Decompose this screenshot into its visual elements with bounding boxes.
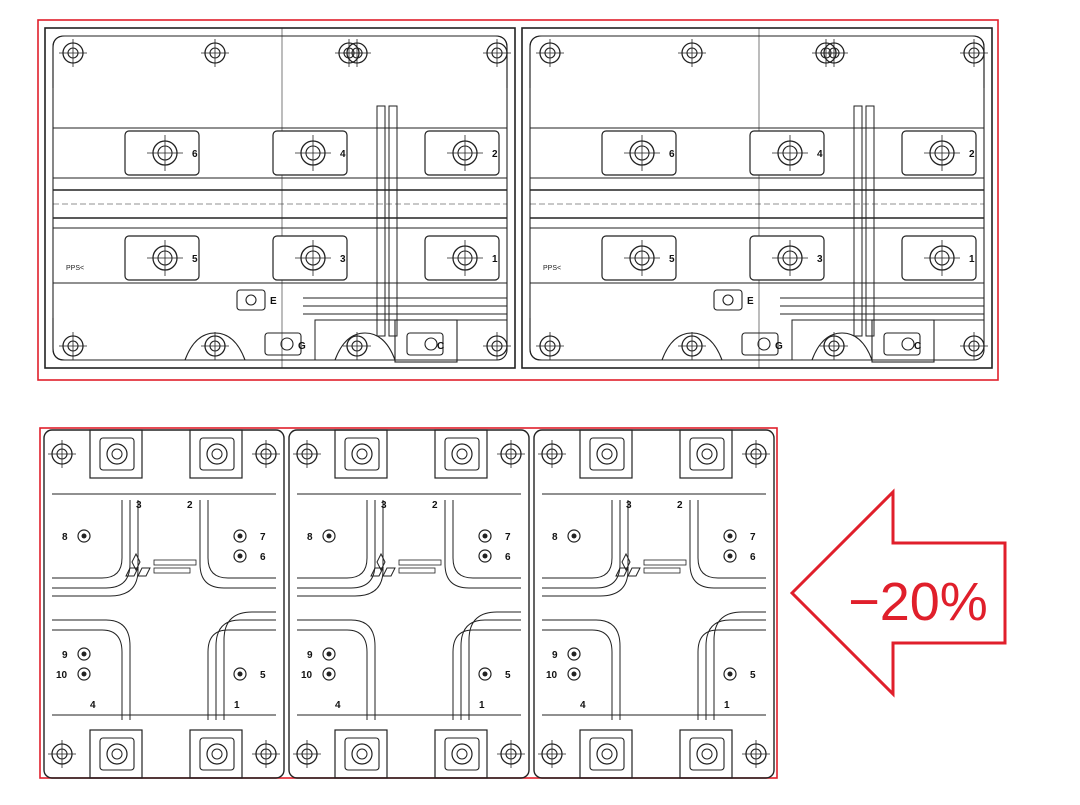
pin-label: 8 [62,532,68,543]
reduction-label: −20% [848,572,988,632]
aux-label-e: E [270,296,277,307]
terminal-label: 3 [817,254,823,265]
small-module-3-labels: 3 2 8 7 6 9 10 5 4 1 [546,500,756,711]
small-module-1 [44,430,284,778]
terminal-label: 1 [492,254,498,265]
terminal-label: 6 [192,149,198,160]
pin-label: 2 [187,500,193,511]
terminal-label: 1 [969,254,975,265]
bottom-frame [39,427,778,779]
pin-label: 7 [505,532,511,543]
pin-label: 6 [505,552,511,563]
pin-label: 3 [381,500,387,511]
pin-label: 4 [335,700,341,711]
pin-label: 8 [552,532,558,543]
large-module-2-labels: 6 4 2 5 3 1 E G C PPS< [543,149,975,352]
aux-label-c: C [437,341,444,352]
terminal-label: 2 [492,149,498,160]
terminal-label: 4 [340,149,346,160]
pin-label: 5 [750,670,756,681]
pin-label: 1 [234,700,240,711]
pin-label: 2 [677,500,683,511]
pin-label: 3 [626,500,632,511]
terminal-label: 5 [192,254,198,265]
pin-label: 8 [307,532,313,543]
aux-label-e: E [747,296,754,307]
pin-label: 6 [750,552,756,563]
pin-label: 5 [505,670,511,681]
terminal-label: 2 [969,149,975,160]
pin-label: 1 [724,700,730,711]
pin-label: 3 [136,500,142,511]
small-module-2-labels: 3 2 8 7 6 9 10 5 4 1 [301,500,511,711]
pin-label: 10 [56,670,68,681]
terminal-label: 4 [817,149,823,160]
pin-label: 7 [260,532,266,543]
aux-label-g: G [298,341,306,352]
small-marking: PPS< [543,265,561,272]
arrow-left-icon [789,488,1007,698]
pin-label: 10 [301,670,313,681]
small-marking: PPS< [66,265,84,272]
aux-label-c: C [914,341,921,352]
large-module-1 [45,28,515,368]
small-module-1-labels: 3 2 8 7 6 9 10 5 4 1 [56,500,266,711]
terminal-label: 5 [669,254,675,265]
pin-label: 7 [750,532,756,543]
pin-label: 6 [260,552,266,563]
pin-label: 9 [307,650,313,661]
terminal-label: 6 [669,149,675,160]
pin-label: 4 [90,700,96,711]
top-frame [37,19,999,381]
pin-label: 9 [552,650,558,661]
aux-label-g: G [775,341,783,352]
large-module-1-labels: 6 4 2 5 3 1 E G C PPS< [66,149,498,352]
small-module-2 [289,430,529,778]
pin-label: 5 [260,670,266,681]
pin-label: 10 [546,670,558,681]
small-module-3 [534,430,774,778]
pin-label: 4 [580,700,586,711]
pin-label: 9 [62,650,68,661]
pin-label: 2 [432,500,438,511]
large-module-2 [522,28,992,368]
terminal-label: 3 [340,254,346,265]
pin-label: 1 [479,700,485,711]
